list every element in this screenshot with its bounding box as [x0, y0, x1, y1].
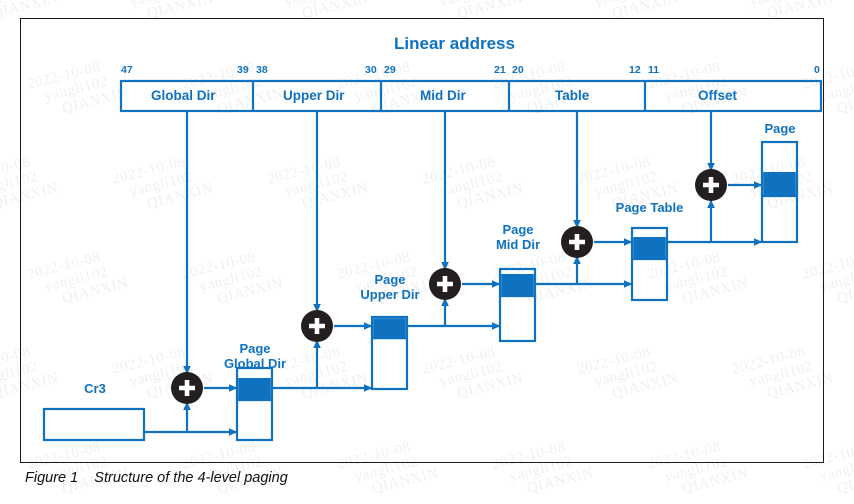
adder-mid: [429, 268, 461, 300]
adder-upper: [301, 310, 333, 342]
address-field-global-dir[interactable]: Global Dir: [151, 88, 216, 103]
page-upper-dir-label-line1: Page: [374, 272, 406, 287]
page-table-label: Page Table: [615, 200, 684, 215]
page-frame-label: Page: [764, 121, 796, 136]
page-mid-dir-label-line2: Mid Dir: [495, 237, 541, 252]
page-mid-dir-label-line1: Page: [502, 222, 534, 237]
bit-label-47: 47: [121, 64, 133, 76]
address-field-upper-dir[interactable]: Upper Dir: [283, 88, 345, 103]
adder-table: [561, 226, 593, 258]
cr3-label: Cr3: [84, 381, 106, 396]
bit-label-21: 21: [494, 64, 506, 76]
figure-border: [20, 18, 824, 463]
bit-label-29: 29: [384, 64, 396, 76]
bit-label-12: 12: [629, 64, 641, 76]
table-entry-bands: [238, 172, 796, 400]
address-field-mid-dir[interactable]: Mid Dir: [420, 88, 466, 103]
page-mid-dir-label: Page Mid Dir: [463, 222, 573, 252]
adder-circles: [171, 169, 727, 404]
address-field-table[interactable]: Table: [555, 88, 590, 103]
address-field-offset[interactable]: Offset: [698, 88, 738, 103]
bit-label-20: 20: [512, 64, 524, 76]
adder-offset: [695, 169, 727, 201]
page-upper-dir-label: Page Upper Dir: [335, 272, 445, 302]
page-upper-dir-label-line2: Upper Dir: [360, 287, 420, 302]
bit-label-11: 11: [648, 64, 660, 76]
bit-label-30: 30: [365, 64, 377, 76]
bit-label-38: 38: [256, 64, 268, 76]
page-global-dir-label: Page Global Dir: [200, 341, 310, 371]
figure-caption: Figure 1 Structure of the 4-level paging: [25, 470, 288, 486]
bit-label-39: 39: [237, 64, 249, 76]
bit-label-0: 0: [814, 64, 820, 76]
adder-global: [171, 372, 203, 404]
page-global-dir-label-line2: Global Dir: [223, 356, 287, 371]
page-global-dir-label-line1: Page: [239, 341, 271, 356]
diagram-title: Linear address: [394, 34, 515, 53]
